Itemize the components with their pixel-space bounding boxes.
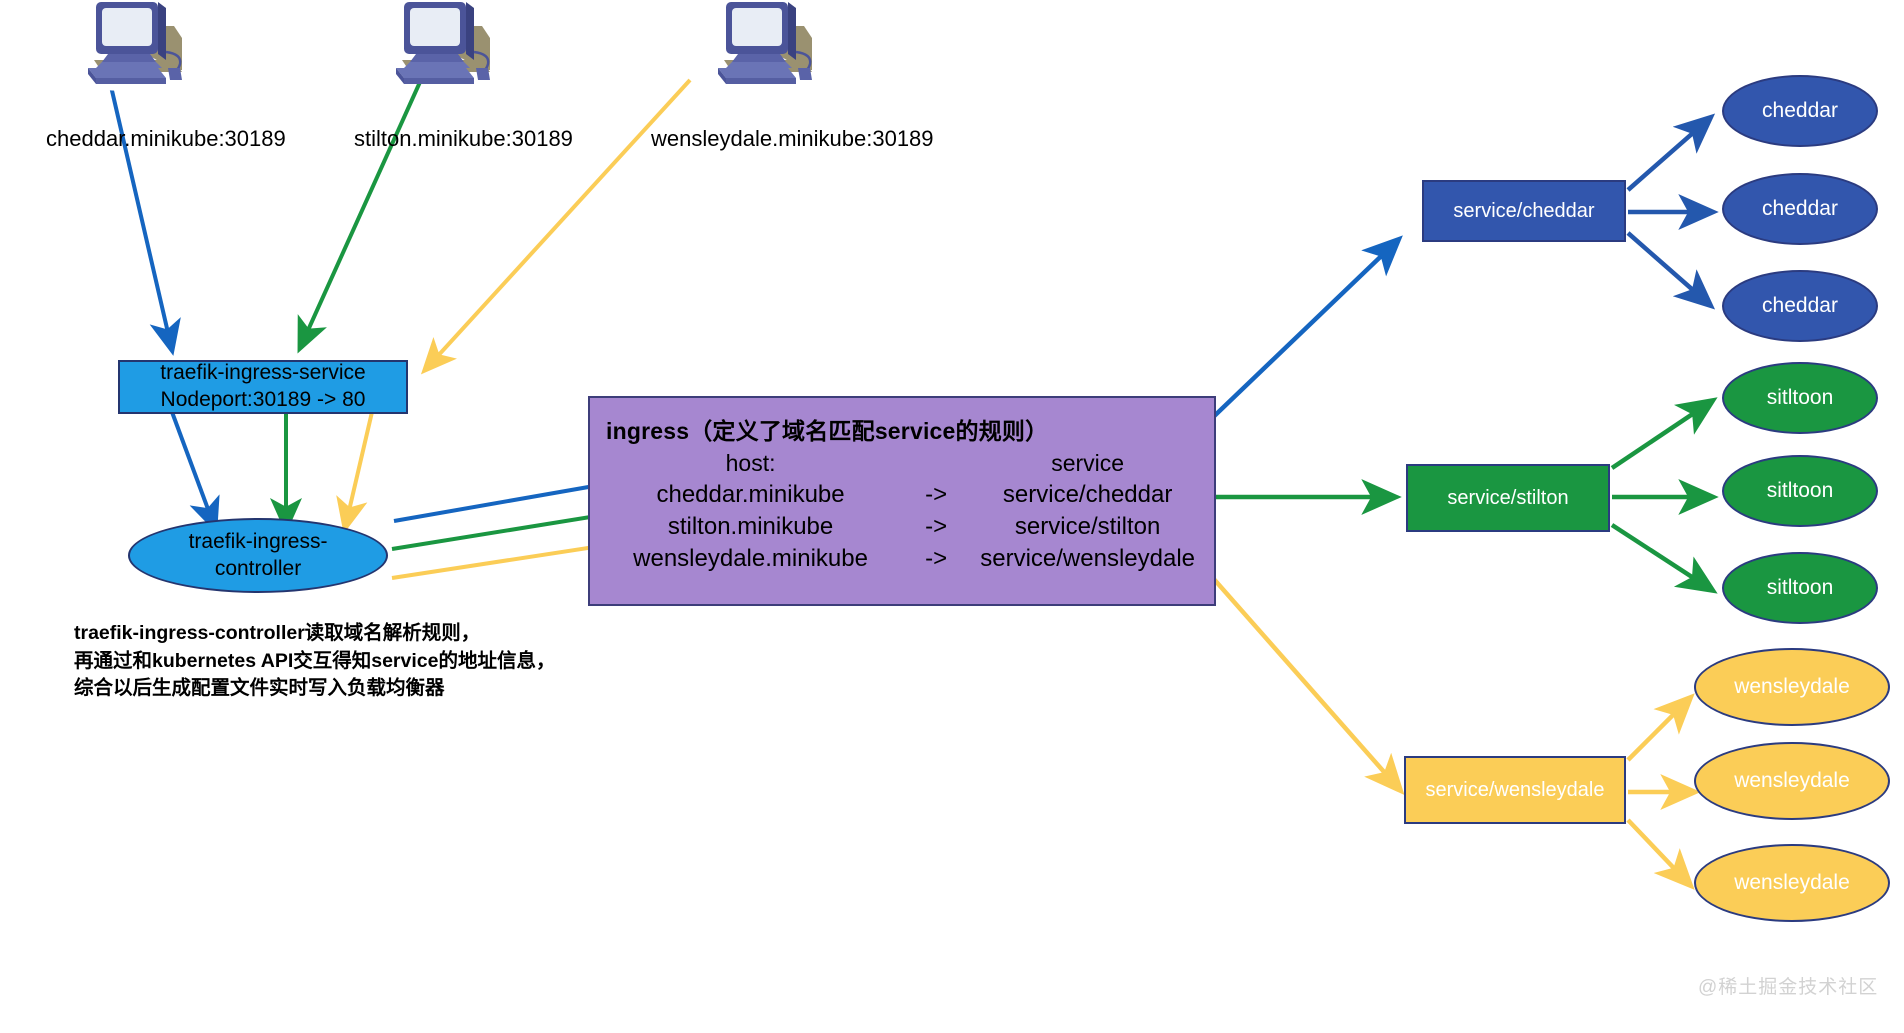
ingress-table-header: host: service	[604, 450, 1200, 477]
traefik-controller-line-2: controller	[214, 556, 302, 580]
traefik-service-line-2: Nodeport:30189 -> 80	[160, 388, 366, 411]
desktop-computer-icon	[70, 0, 188, 94]
service-box-stilton[interactable]: service/stilton	[1406, 464, 1610, 532]
pod-ellipse-wensleydale[interactable]: wensleydale	[1694, 844, 1890, 922]
ingress-rule-row: stilton.minikube -> service/stilton	[604, 513, 1200, 541]
pod-ellipse-cheddar[interactable]: cheddar	[1722, 75, 1878, 147]
traefik-ingress-controller-ellipse[interactable]: traefik-ingress- controller	[128, 518, 388, 593]
wire-wensleydale-svc-to-pod-3	[1626, 818, 1695, 890]
service-box-cheddar[interactable]: service/cheddar	[1422, 180, 1626, 242]
wire-cheddar-svc-to-pod-3	[1626, 231, 1716, 310]
ingress-header-service: service	[1051, 450, 1125, 476]
service-box-wensleydale[interactable]: service/wensleydale	[1404, 756, 1626, 824]
watermark-label: @稀土掘金技术社区	[1698, 977, 1879, 998]
wire-stilton-svc-to-pod-1	[1610, 397, 1718, 470]
wire-client-stilton-to-service	[297, 81, 422, 354]
desktop-computer-icon	[700, 0, 818, 94]
ingress-rule-arrow-icon: ->	[925, 481, 948, 508]
wire-wensleydale-svc-to-pod-1	[1626, 693, 1695, 762]
wire-ingress-to-service-wensleydale	[1188, 550, 1405, 796]
ingress-rule-host: wensleydale.minikube	[633, 545, 868, 572]
ingress-rule-host: cheddar.minikube	[656, 481, 845, 508]
wire-stilton-svc-to-pod-3	[1610, 523, 1718, 594]
desktop-computer-icon	[378, 0, 496, 94]
pod-ellipse-wensleydale[interactable]: wensleydale	[1694, 742, 1890, 820]
client-host-label-stilton: stilton.minikube:30189	[354, 126, 573, 151]
ingress-header-host: host:	[725, 450, 776, 476]
ingress-rule-row: wensleydale.minikube -> service/wensleyd…	[604, 545, 1200, 573]
wire-client-wensleydale-to-service	[420, 78, 692, 375]
ingress-title: ingress（定义了域名匹配service的规则）	[606, 418, 1049, 444]
traefik-controller-line-1: traefik-ingress-	[188, 530, 328, 554]
ingress-rule-service: service/cheddar	[1002, 481, 1173, 508]
pod-ellipse-stilton[interactable]: sitltoon	[1722, 552, 1878, 624]
pod-ellipse-cheddar[interactable]: cheddar	[1722, 270, 1878, 342]
pod-ellipse-stilton[interactable]: sitltoon	[1722, 362, 1878, 434]
ingress-rule-service: service/wensleydale	[980, 545, 1196, 572]
pod-ellipse-cheddar[interactable]: cheddar	[1722, 173, 1878, 245]
wire-service-to-controller-yellow	[336, 411, 374, 534]
ingress-rule-host: stilton.minikube	[667, 513, 834, 540]
pod-ellipse-stilton[interactable]: sitltoon	[1722, 455, 1878, 527]
wire-service-to-controller-blue	[170, 411, 220, 534]
wire-client-cheddar-to-service	[108, 81, 181, 356]
ingress-rules-panel[interactable]: ingress（定义了域名匹配service的规则） host: service…	[588, 396, 1216, 606]
client-host-label-cheddar: cheddar.minikube:30189	[46, 126, 286, 151]
ingress-rule-arrow-icon: ->	[925, 513, 948, 540]
pod-ellipse-wensleydale[interactable]: wensleydale	[1694, 648, 1890, 726]
controller-explanation-note: traefik-ingress-controller读取域名解析规则， 再通过和…	[74, 622, 556, 700]
ingress-rule-arrow-icon: ->	[925, 545, 948, 572]
client-host-label-wensleydale: wensleydale.minikube:30189	[651, 126, 934, 151]
ingress-rule-row: cheddar.minikube -> service/cheddar	[604, 481, 1200, 509]
ingress-rule-service: service/stilton	[1014, 513, 1161, 540]
traefik-ingress-service-box[interactable]: traefik-ingress-service Nodeport:30189 -…	[118, 360, 408, 414]
traefik-service-line-1: traefik-ingress-service	[160, 361, 366, 385]
wire-cheddar-svc-to-pod-1	[1626, 113, 1716, 192]
